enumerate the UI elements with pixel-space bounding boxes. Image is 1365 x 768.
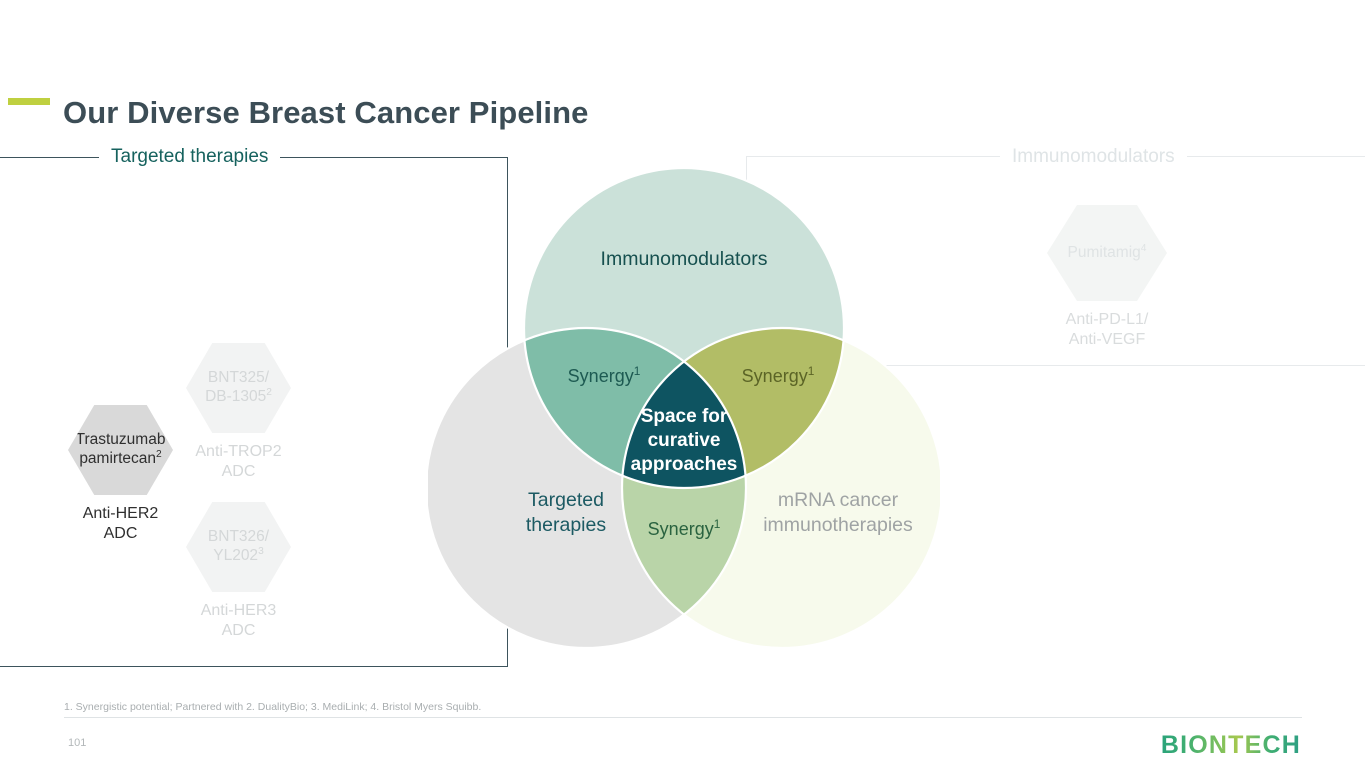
venn-svg xyxy=(424,166,944,650)
hexagon-label: BNT325/DB-13052 xyxy=(205,369,272,405)
footnote-marker: 2 xyxy=(266,386,272,398)
biontech-logo: BIONTECH xyxy=(1160,731,1301,759)
footer-divider xyxy=(64,717,1302,718)
hexagon-label: BNT326/YL2023 xyxy=(207,528,270,564)
immunomodulators-panel-label: Immunomodulators xyxy=(1000,146,1187,168)
targeted-therapies-panel-label: Targeted therapies xyxy=(99,146,281,168)
hexagon-caption: Anti-PD-L1/Anti-VEGF xyxy=(1065,311,1149,348)
hexagon-label: Pumitamig4 xyxy=(1067,242,1147,261)
hexagon-shape: Pumitamig4 xyxy=(1047,205,1167,301)
footnote-marker: 3 xyxy=(258,545,264,557)
hexagon-pumitamig[interactable]: Pumitamig4 Anti-PD-L1/Anti-VEGF xyxy=(1047,205,1167,350)
venn-overlap-center xyxy=(622,328,746,488)
page-number: 101 xyxy=(68,737,87,749)
hexagon-shape: BNT325/DB-13052 xyxy=(186,343,291,433)
title-accent-dash xyxy=(8,98,50,105)
hexagon-shape: BNT326/YL2023 xyxy=(186,502,291,592)
footnote-marker: 4 xyxy=(1140,242,1147,254)
footnote-text: 1. Synergistic potential; Partnered with… xyxy=(64,701,482,713)
page-title: Our Diverse Breast Cancer Pipeline xyxy=(63,94,589,130)
venn-outline-immunomodulators xyxy=(522,166,846,490)
footnote-marker: 2 xyxy=(156,448,162,460)
